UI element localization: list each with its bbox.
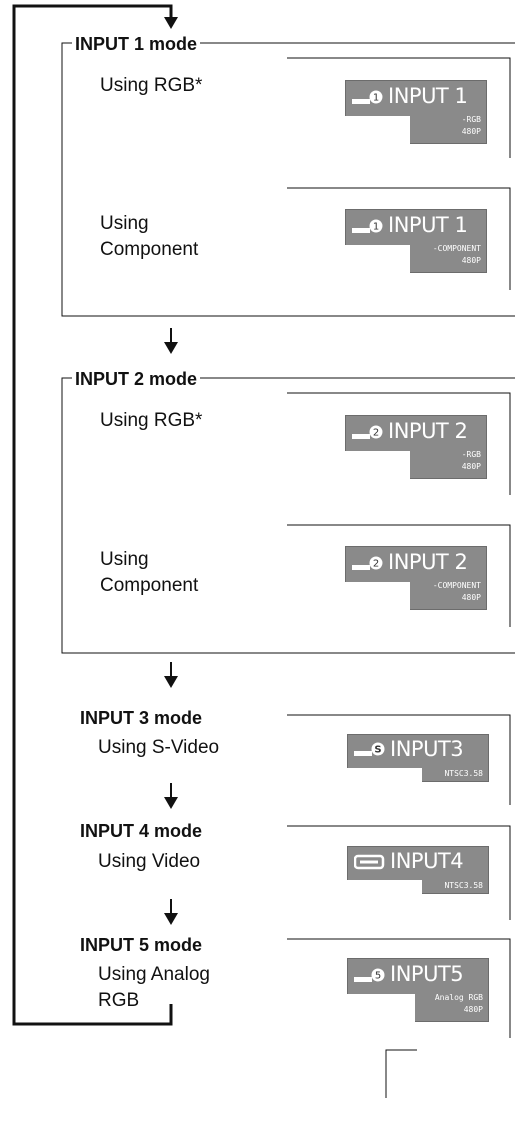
osd-input-name: INPUT 1 [388,84,468,108]
osd-signal-line: -RGB [461,115,481,124]
osd-input-name: INPUT5 [390,962,464,986]
callout-line [385,1049,417,1098]
input2-comp-bracket [287,524,511,627]
input1-rgb-osd: 1 INPUT 1 -RGB 480P [345,80,487,144]
input5-analog-label: RGB [98,990,140,1011]
input-1-icon: 1 [352,90,383,104]
arrow-down-icon [164,797,178,809]
input1-component-osd: 1 INPUT 1 -COMPONENT 480P [345,209,487,273]
return-loop-line [12,4,173,1026]
input4-bracket [287,825,511,920]
svg-text:S: S [374,745,381,756]
input1-component-label: Using [100,213,149,234]
input2-frame [61,377,515,654]
input1-rgb-bracket [287,57,511,158]
input2-component-label: Using [100,549,149,570]
arrow-down-icon [164,676,178,688]
input3-bracket [287,714,511,805]
svg-text:5: 5 [375,971,381,982]
osd-signal-line: -COMPONENT [432,244,481,253]
osd-resolution-line: 480P [461,256,481,265]
svg-text:2: 2 [373,428,379,439]
osd-input-name: INPUT 1 [388,213,468,237]
osd-signal-line: -COMPONENT [432,581,481,590]
input-2-icon: 2 [352,556,383,570]
osd-resolution-line: 480P [461,593,481,602]
input5-bracket [287,938,511,1038]
osd-signal-line: -RGB [461,450,481,459]
svg-text:1: 1 [373,222,379,233]
input3-mode-title: INPUT 3 mode [80,707,203,729]
input1-mode-title: INPUT 1 mode [72,33,201,55]
arrow-down-icon [164,17,178,29]
osd-signal-line: Analog RGB [434,993,483,1002]
input1-component-label: Component [100,239,199,260]
svg-text:2: 2 [373,559,379,570]
svg-text:1: 1 [373,93,379,104]
input5-analog-label: Using Analog [98,964,210,985]
osd-input-name: INPUT4 [390,849,464,873]
input4-mode-title: INPUT 4 mode [80,820,203,842]
osd-signal-line: NTSC3.58 [444,881,483,890]
input5-analog-osd: 5 INPUT5 Analog RGB 480P [347,958,489,1022]
input5-mode-title: INPUT 5 mode [80,934,203,956]
arrow-down-icon [164,342,178,354]
osd-input-name: INPUT3 [390,737,464,761]
video-icon [354,854,385,870]
input2-component-label: Component [100,575,199,596]
s-video-icon: S [354,742,385,756]
osd-input-name: INPUT 2 [388,419,468,443]
input1-comp-bracket [287,187,511,290]
input-5-icon: 5 [354,968,385,982]
osd-resolution-line: 480P [461,127,481,136]
input1-rgb-label: Using RGB* [100,75,203,96]
input2-component-osd: 2 INPUT 2 -COMPONENT 480P [345,546,487,610]
input4-video-osd: INPUT4 NTSC3.58 [347,846,489,894]
osd-resolution-line: 480P [463,1005,483,1014]
osd-input-name: INPUT 2 [388,550,468,574]
osd-resolution-line: 480P [461,462,481,471]
input2-rgb-label: Using RGB* [100,410,203,431]
input3-svideo-osd: S INPUT3 NTSC3.58 [347,734,489,782]
input1-frame [61,42,515,317]
osd-signal-line: NTSC3.58 [444,769,483,778]
input2-rgb-osd: 2 INPUT 2 -RGB 480P [345,415,487,479]
arrow-down-icon [164,913,178,925]
input4-video-label: Using Video [98,851,201,872]
input-1-icon: 1 [352,219,383,233]
input-2-icon: 2 [352,425,383,439]
input2-rgb-bracket [287,392,511,495]
input2-mode-title: INPUT 2 mode [72,368,201,390]
input3-svideo-label: Using S-Video [98,737,220,758]
